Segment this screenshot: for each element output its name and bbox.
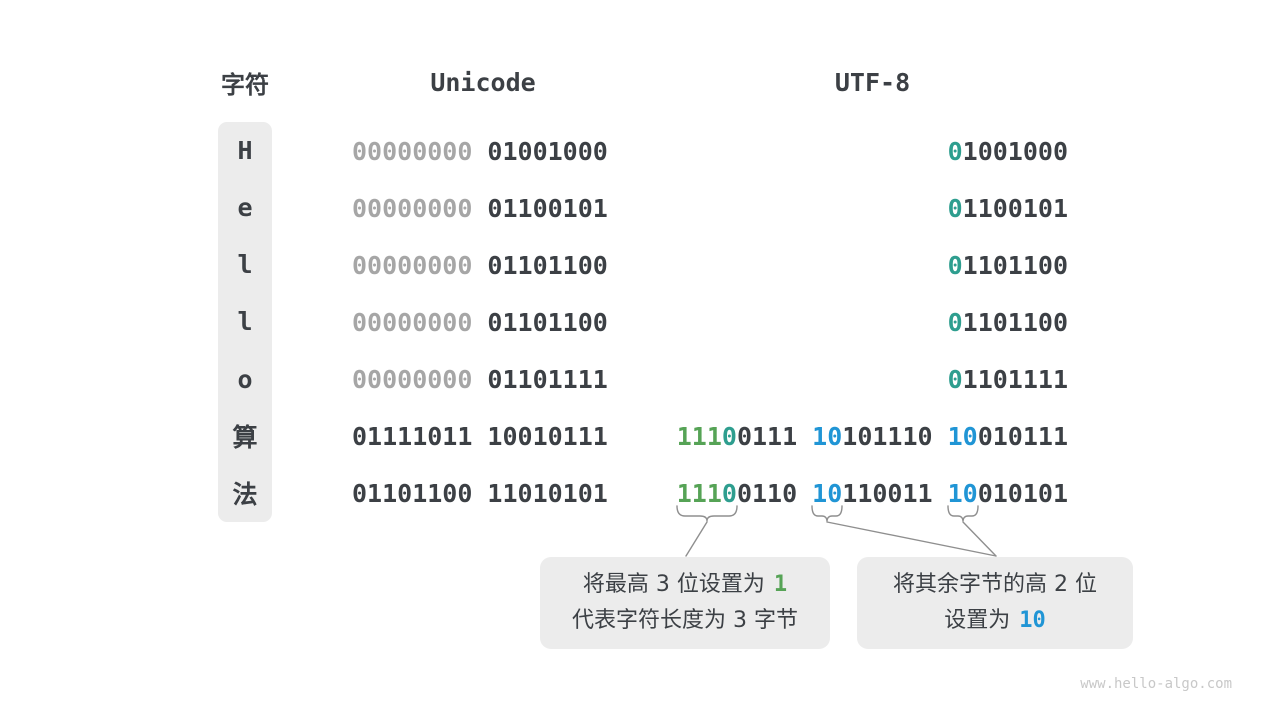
callout-line: 设置为 10 [944, 608, 1046, 633]
callout-line: 代表字符长度为 3 字节 [572, 608, 798, 633]
character-column: H e l l o 算 法 [218, 122, 272, 522]
char-label: l [237, 307, 253, 337]
connector-line-byte2 [826, 521, 997, 557]
char-label: H [237, 136, 253, 166]
char-label: l [237, 250, 253, 280]
utf8-value: 01100101 [947, 194, 1068, 223]
utf8-value: 01001000 [947, 137, 1068, 166]
column-header-unicode: Unicode [430, 67, 536, 97]
highlight-ten: 10 [1019, 608, 1046, 633]
char-label: 法 [232, 480, 258, 510]
utf8-value: 11100111 10101110 10010111 [676, 422, 1068, 451]
char-label: 算 [232, 423, 258, 453]
char-label: o [237, 364, 253, 394]
connector-line-high-bits [685, 521, 708, 557]
column-header-char: 字符 [221, 70, 269, 99]
column-header-utf8: UTF-8 [834, 67, 911, 97]
callout-continuation-bytes: 将其余字节的高 2 位 设置为 10 [857, 557, 1133, 649]
utf8-value: 01101100 [947, 308, 1068, 337]
callout-line: 将其余字节的高 2 位 [893, 572, 1097, 597]
watermark: www.hello-algo.com [1080, 676, 1232, 692]
callout-line: 将最高 3 位设置为 1 [582, 572, 788, 597]
connector-line-byte3 [962, 521, 997, 557]
char-label: e [237, 193, 253, 223]
highlight-one: 1 [773, 572, 788, 597]
utf8-value: 01101111 [947, 365, 1068, 394]
utf8-value: 01101100 [947, 251, 1068, 280]
utf8-value: 11100110 10110011 10010101 [676, 479, 1068, 508]
callout-high-bits: 将最高 3 位设置为 1 代表字符长度为 3 字节 [540, 557, 830, 649]
